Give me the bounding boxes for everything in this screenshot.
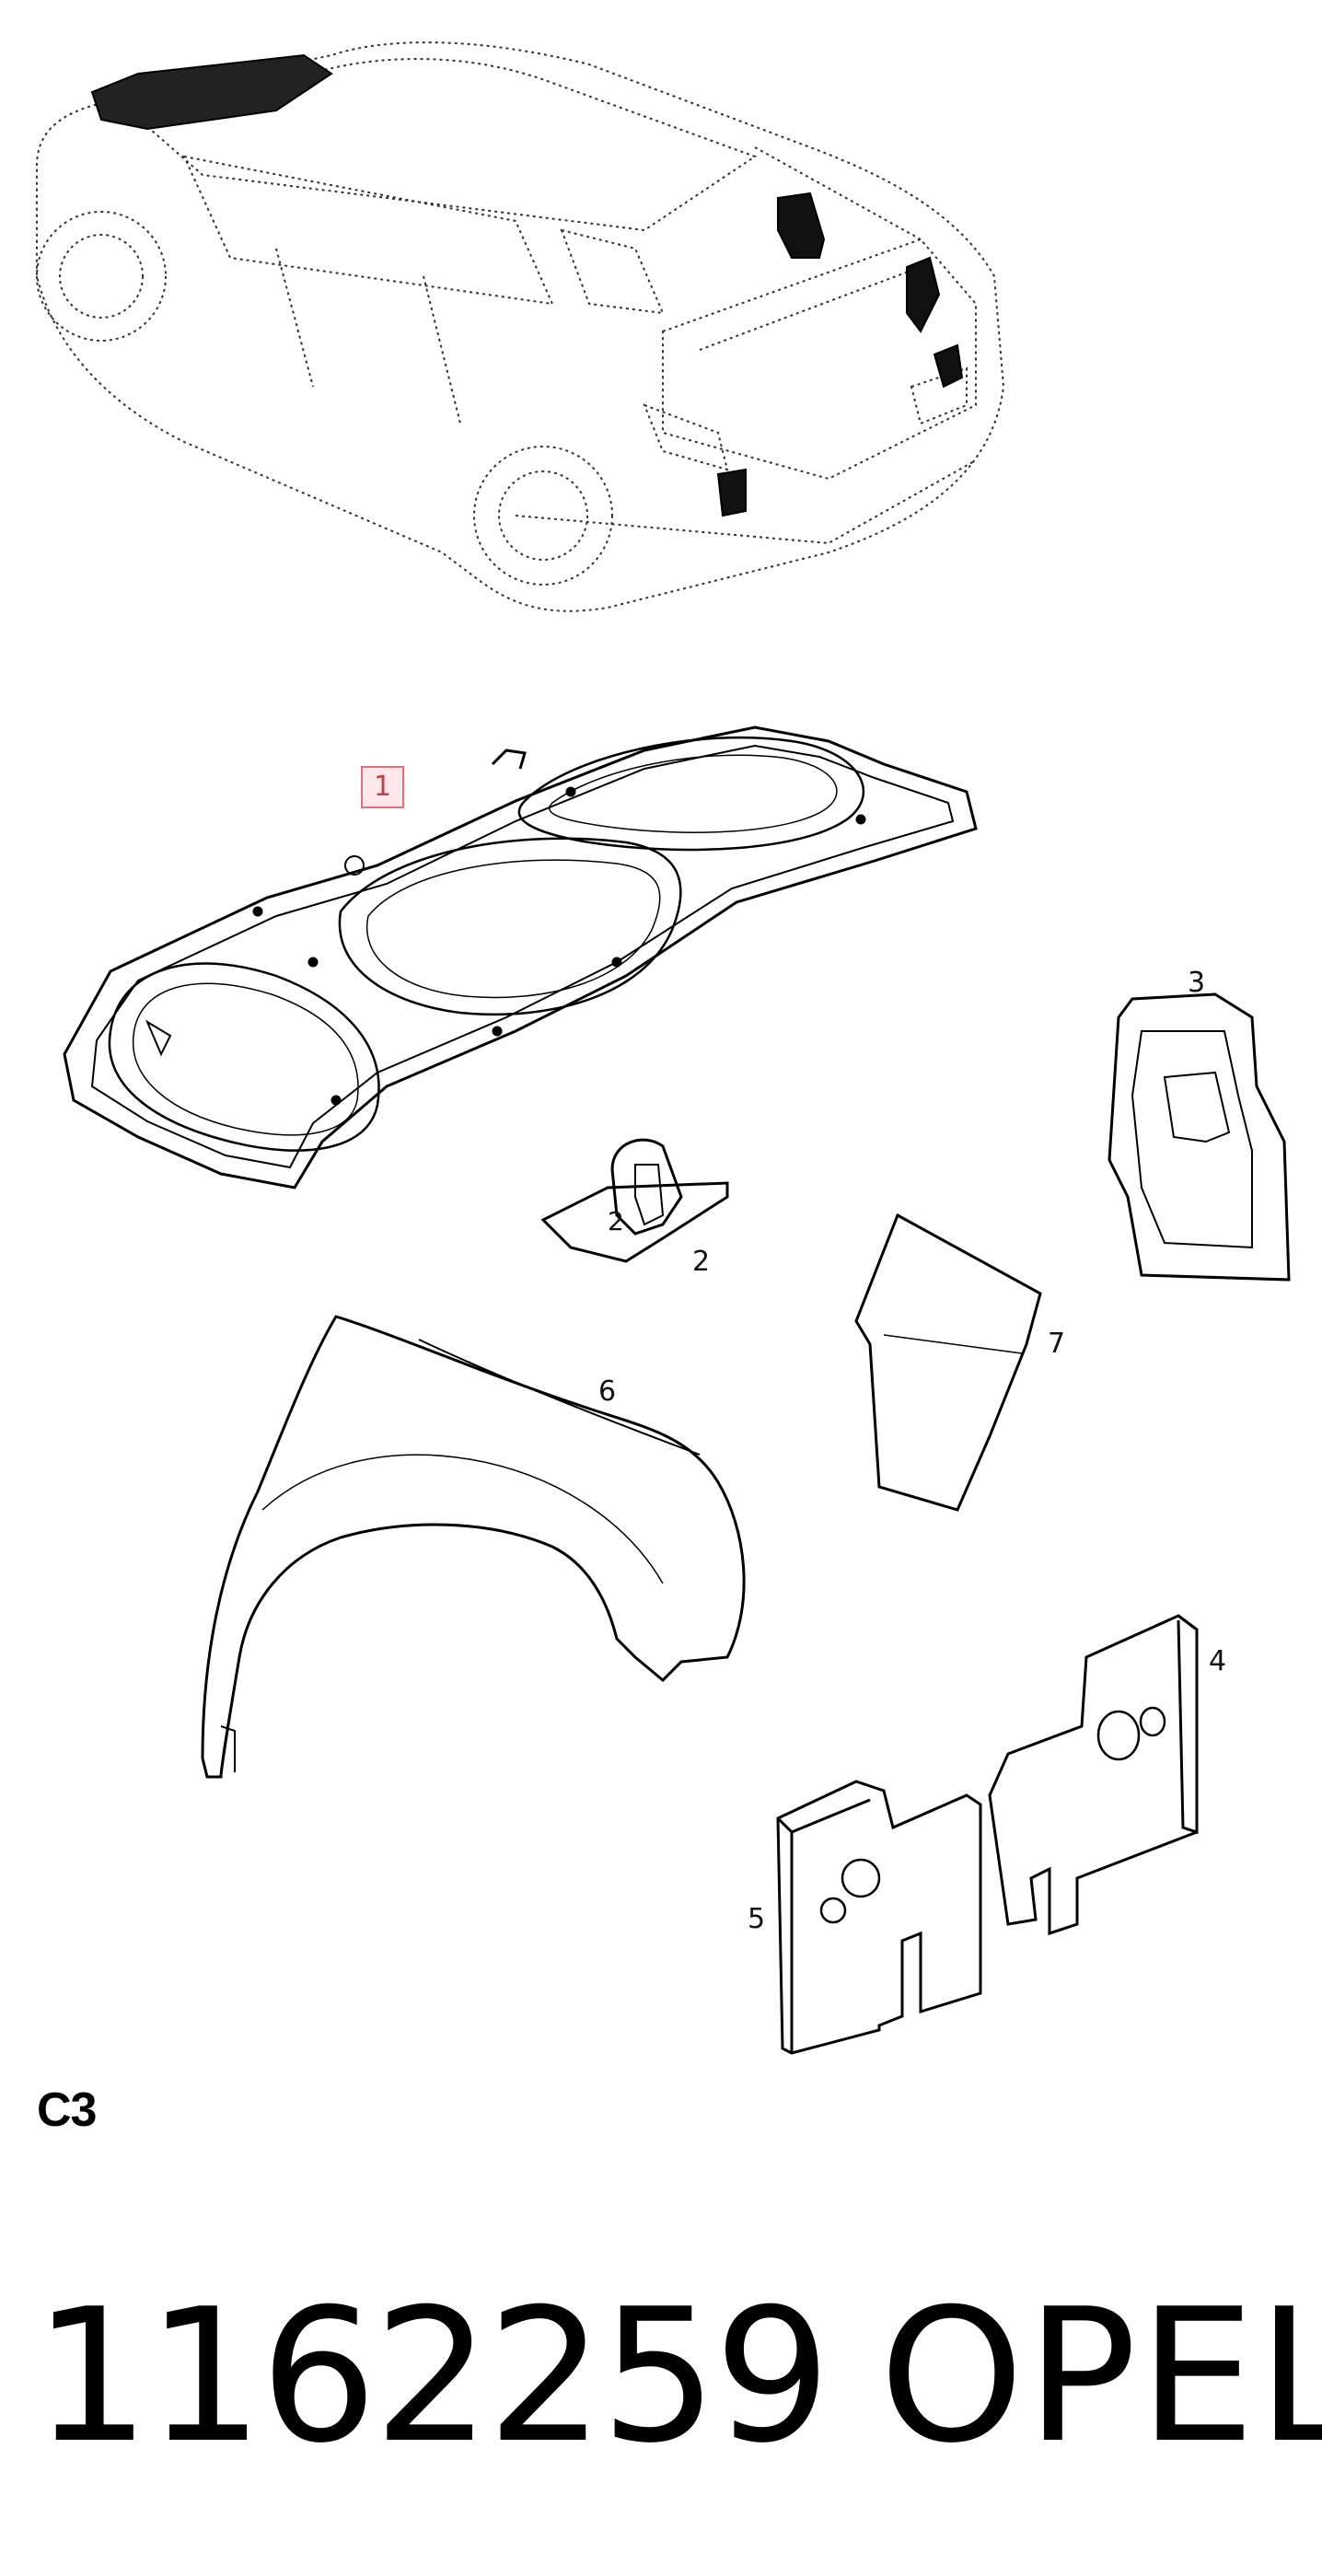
vehicle-overview xyxy=(36,41,1005,612)
part-4-pad xyxy=(988,1614,1199,1936)
callout-2[interactable]: 2 xyxy=(692,1246,711,1278)
callout-2-small[interactable]: 2 xyxy=(608,1206,624,1236)
brand-name: OPEL xyxy=(879,2269,1322,2484)
part-number: 1162259 xyxy=(33,2269,831,2484)
callout-7[interactable]: 7 xyxy=(1048,1328,1066,1360)
callout-5[interactable]: 5 xyxy=(748,1903,766,1935)
part-3-bracket xyxy=(1107,992,1291,1282)
part-5-pad xyxy=(776,1780,982,2055)
callout-4[interactable]: 4 xyxy=(1209,1645,1227,1677)
part-2-clip xyxy=(540,1138,729,1263)
vehicle-highlighted-parts xyxy=(90,53,964,517)
section-code: C3 xyxy=(37,2083,97,2137)
part-1-panel xyxy=(63,725,978,1189)
callout-6[interactable]: 6 xyxy=(598,1375,617,1408)
callout-3[interactable]: 3 xyxy=(1188,967,1206,999)
callout-1[interactable]: 1 xyxy=(361,766,405,808)
part-7-panel xyxy=(854,1213,1042,1512)
part-6-fender xyxy=(201,1315,746,1779)
